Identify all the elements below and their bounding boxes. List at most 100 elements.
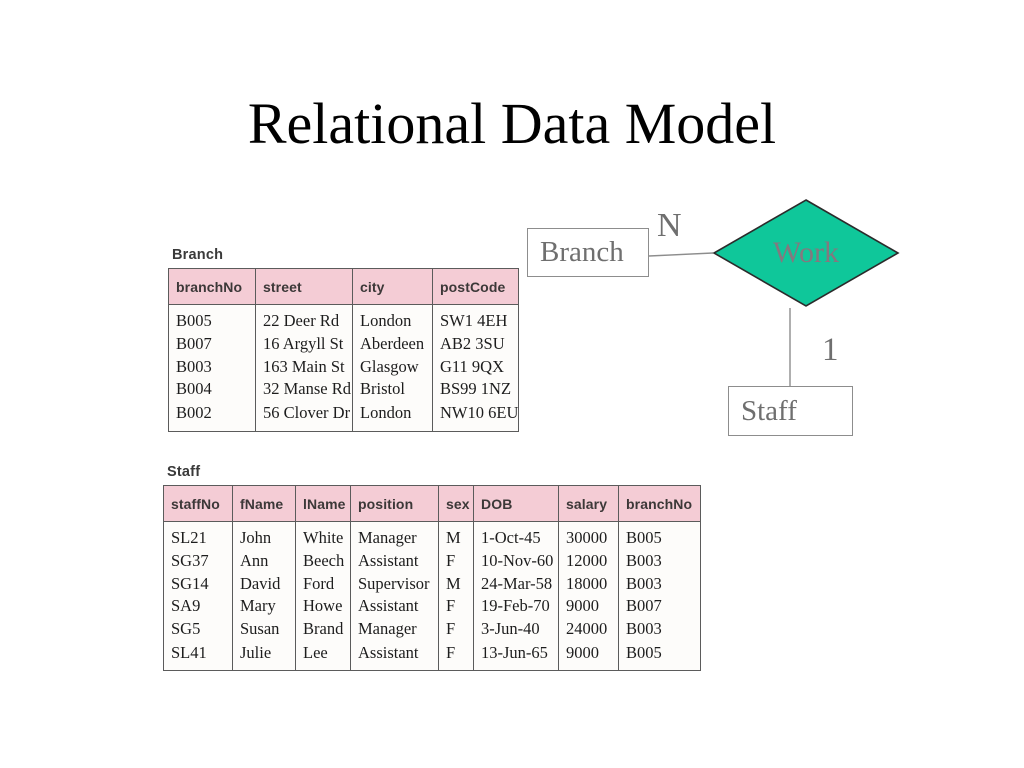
- column-header-lname: lName: [295, 485, 351, 522]
- cell-position: Manager: [350, 521, 439, 550]
- cell-fname: Susan: [232, 617, 296, 640]
- cell-salary: 18000: [558, 572, 619, 595]
- cell-street: 163 Main St: [255, 355, 353, 378]
- column-header-position: position: [350, 485, 439, 522]
- cell-dob: 3-Jun-40: [473, 617, 559, 640]
- cell-staffno: SG5: [163, 617, 233, 640]
- er-diagram: Branch Staff Work N 1: [505, 185, 925, 455]
- cell-street: 56 Clover Dr: [255, 400, 353, 432]
- cell-branchno: B007: [168, 333, 256, 356]
- cell-branchno: B003: [618, 617, 701, 640]
- cell-salary: 9000: [558, 595, 619, 618]
- cell-street: 22 Deer Rd: [255, 304, 353, 333]
- table-row: B003 163 Main St Glasgow G11 9QX: [168, 355, 519, 378]
- branch-table-caption: Branch: [172, 247, 224, 263]
- column-header-branchno: branchNo: [618, 485, 701, 522]
- table-row: SG14 David Ford Supervisor M 24-Mar-58 1…: [163, 572, 701, 595]
- table-row: B005 22 Deer Rd London SW1 4EH: [168, 304, 519, 333]
- cell-staffno: SA9: [163, 595, 233, 618]
- table-row: SA9 Mary Howe Assistant F 19-Feb-70 9000…: [163, 595, 701, 618]
- column-header-sex: sex: [438, 485, 474, 522]
- column-header-fname: fName: [232, 485, 296, 522]
- cell-branchno: B003: [618, 572, 701, 595]
- staff-table-caption: Staff: [167, 464, 201, 480]
- table-header-row: branchNo street city postCode: [168, 268, 519, 305]
- er-connector-lines: [648, 252, 791, 386]
- column-header-branchno: branchNo: [168, 268, 256, 305]
- cell-position: Assistant: [350, 595, 439, 618]
- cell-sex: F: [438, 550, 474, 573]
- cell-postcode: BS99 1NZ: [432, 378, 519, 401]
- cell-branchno: B003: [618, 550, 701, 573]
- cell-lname: Beech: [295, 550, 351, 573]
- cell-lname: Ford: [295, 572, 351, 595]
- table-row: SG5 Susan Brand Manager F 3-Jun-40 24000…: [163, 617, 701, 640]
- cell-sex: M: [438, 521, 474, 550]
- column-header-street: street: [255, 268, 353, 305]
- column-header-postcode: postCode: [432, 268, 519, 305]
- cell-dob: 1-Oct-45: [473, 521, 559, 550]
- cell-staffno: SL41: [163, 640, 233, 671]
- staff-relation-block: Staff staffNo fName lName position sex D…: [163, 464, 701, 671]
- column-header-city: city: [352, 268, 433, 305]
- cell-city: Glasgow: [352, 355, 433, 378]
- cell-salary: 9000: [558, 640, 619, 671]
- cell-postcode: AB2 3SU: [432, 333, 519, 356]
- er-entity-staff-label: Staff: [741, 394, 797, 427]
- table-row: B004 32 Manse Rd Bristol BS99 1NZ: [168, 378, 519, 401]
- cell-fname: Julie: [232, 640, 296, 671]
- table-header-row: staffNo fName lName position sex DOB sal…: [163, 485, 701, 522]
- cell-city: London: [352, 400, 433, 432]
- er-entity-branch-label: Branch: [540, 236, 624, 268]
- cell-city: Aberdeen: [352, 333, 433, 356]
- column-header-staffno: staffNo: [163, 485, 233, 522]
- cell-fname: David: [232, 572, 296, 595]
- cell-branchno: B003: [168, 355, 256, 378]
- cell-salary: 30000: [558, 521, 619, 550]
- cell-dob: 19-Feb-70: [473, 595, 559, 618]
- cell-city: London: [352, 304, 433, 333]
- cell-position: Assistant: [350, 550, 439, 573]
- table-row: SL21 John White Manager M 1-Oct-45 30000…: [163, 521, 701, 550]
- cell-postcode: G11 9QX: [432, 355, 519, 378]
- table-row: B002 56 Clover Dr London NW10 6EU: [168, 400, 519, 432]
- cardinality-label-1: 1: [822, 332, 839, 368]
- branch-relation-block: Branch branchNo street city postCode B00…: [168, 247, 519, 432]
- cell-branchno: B005: [618, 521, 701, 550]
- cell-dob: 13-Jun-65: [473, 640, 559, 671]
- cardinality-label-n: N: [657, 207, 682, 244]
- cell-city: Bristol: [352, 378, 433, 401]
- cell-fname: Mary: [232, 595, 296, 618]
- staff-table: staffNo fName lName position sex DOB sal…: [163, 485, 701, 671]
- connector-branch-to-work: [648, 252, 714, 257]
- er-relationship-work[interactable]: [712, 198, 900, 308]
- er-entity-branch[interactable]: Branch: [527, 228, 649, 277]
- cell-branchno: B005: [168, 304, 256, 333]
- cell-dob: 10-Nov-60: [473, 550, 559, 573]
- er-entity-staff[interactable]: Staff: [728, 386, 853, 436]
- cell-fname: John: [232, 521, 296, 550]
- cell-branchno: B004: [168, 378, 256, 401]
- cell-branchno: B005: [618, 640, 701, 671]
- branch-table: branchNo street city postCode B005 22 De…: [168, 268, 519, 432]
- cell-position: Assistant: [350, 640, 439, 671]
- cell-lname: White: [295, 521, 351, 550]
- page-title: Relational Data Model: [247, 91, 777, 156]
- table-row: SL41 Julie Lee Assistant F 13-Jun-65 900…: [163, 640, 701, 671]
- cell-branchno: B002: [168, 400, 256, 432]
- cell-lname: Lee: [295, 640, 351, 671]
- cell-sex: F: [438, 595, 474, 618]
- cell-postcode: NW10 6EU: [432, 400, 519, 432]
- cell-dob: 24-Mar-58: [473, 572, 559, 595]
- cell-staffno: SL21: [163, 521, 233, 550]
- table-row: SG37 Ann Beech Assistant F 10-Nov-60 120…: [163, 550, 701, 573]
- cell-street: 32 Manse Rd: [255, 378, 353, 401]
- cell-branchno: B007: [618, 595, 701, 618]
- cell-postcode: SW1 4EH: [432, 304, 519, 333]
- cell-position: Manager: [350, 617, 439, 640]
- cell-salary: 24000: [558, 617, 619, 640]
- cell-sex: F: [438, 640, 474, 671]
- table-row: B007 16 Argyll St Aberdeen AB2 3SU: [168, 333, 519, 356]
- cell-lname: Howe: [295, 595, 351, 618]
- cell-staffno: SG14: [163, 572, 233, 595]
